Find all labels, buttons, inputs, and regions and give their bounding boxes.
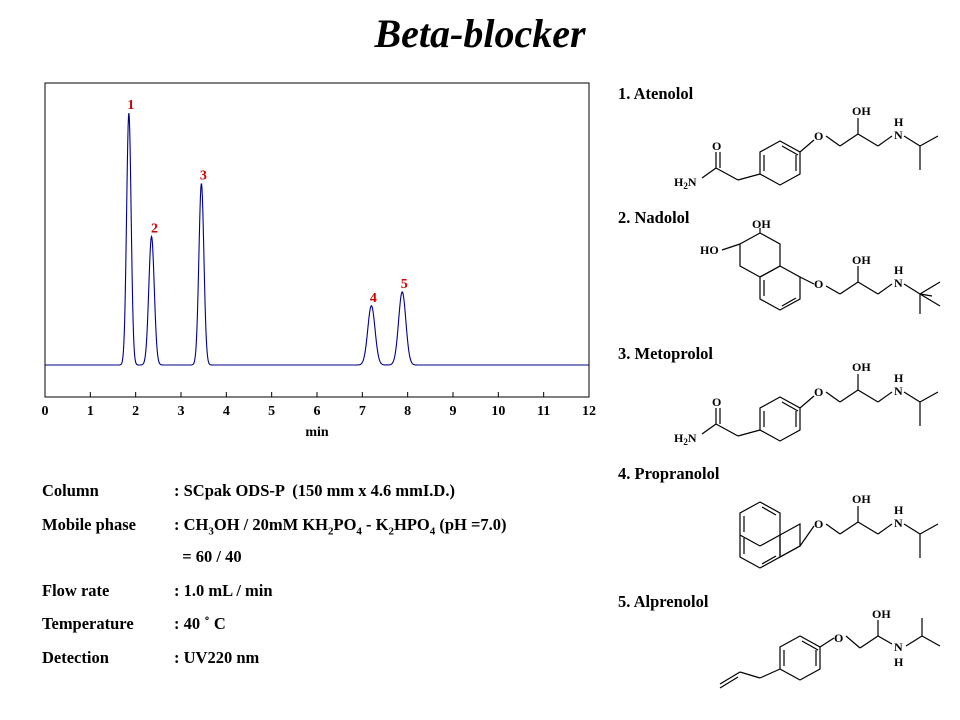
peak-label-5: 5 xyxy=(401,277,408,292)
condition-value: : CH3OH / 20mM KH2PO4 - K2HPO4 (pH =7.0) xyxy=(174,515,507,538)
condition-value: : 40 ˚ C xyxy=(174,614,226,633)
propranolol-h: H xyxy=(894,503,904,517)
peak-label-3: 3 xyxy=(200,169,207,184)
nadolol-h: H xyxy=(894,263,904,277)
metoprolol-carbonyl-o: O xyxy=(712,395,721,409)
metoprolol-structure: O OH H N O H2N xyxy=(674,360,939,447)
atenolol-h2n: H2N xyxy=(674,175,697,191)
alprenolol-structure: O OH N H xyxy=(719,607,941,689)
atenolol-n: N xyxy=(894,128,903,142)
nadolol-oh-chain: OH xyxy=(852,253,871,267)
metoprolol-h2n: H2N xyxy=(674,431,697,447)
x-tick-label-9: 9 xyxy=(450,404,457,419)
x-tick-label-6: 6 xyxy=(314,404,321,419)
condition-label: Temperature xyxy=(42,614,134,633)
alprenolol-o: O xyxy=(834,631,843,645)
atenolol-o: O xyxy=(814,129,823,143)
propranolol-structure: O OH H N xyxy=(739,492,939,569)
atenolol-h: H xyxy=(894,115,904,129)
x-tick-label-8: 8 xyxy=(404,404,411,419)
x-tick-label-2: 2 xyxy=(132,404,139,419)
metoprolol-o: O xyxy=(814,385,823,399)
propranolol-oh: OH xyxy=(852,492,871,506)
compound-name-2: 2. Nadolol xyxy=(618,208,690,227)
x-tick-label-11: 11 xyxy=(537,404,550,419)
condition-label: Mobile phase xyxy=(42,515,136,534)
metoprolol-n: N xyxy=(894,384,903,398)
atenolol-oh: OH xyxy=(852,104,871,118)
x-tick-label-5: 5 xyxy=(268,404,275,419)
metoprolol-oh: OH xyxy=(852,360,871,374)
peak-labels: 1 2 3 4 5 xyxy=(127,98,407,306)
propranolol-n: N xyxy=(894,516,903,530)
atenolol-carbonyl-o: O xyxy=(712,139,721,153)
x-axis-ticks xyxy=(44,392,590,397)
x-tick-label-10: 10 xyxy=(491,404,505,419)
peak-label-4: 4 xyxy=(370,291,377,306)
alprenolol-oh: OH xyxy=(872,607,891,621)
condition-label: Detection xyxy=(42,648,109,667)
x-axis-label: min xyxy=(305,425,329,440)
x-tick-label-3: 3 xyxy=(178,404,185,419)
nadolol-n: N xyxy=(894,276,903,290)
condition-value: : 1.0 mL / min xyxy=(174,581,273,600)
compound-name-5: 5. Alprenolol xyxy=(618,592,709,611)
compound-name-3: 3. Metoprolol xyxy=(618,344,714,363)
condition-value: : SCpak ODS-P (150 mm x 4.6 mmI.D.) xyxy=(174,481,455,500)
compound-name-1: 1. Atenolol xyxy=(618,84,694,103)
x-tick-label-4: 4 xyxy=(223,404,230,419)
alprenolol-n: N xyxy=(894,640,903,654)
chromatogram-trace xyxy=(45,113,589,366)
propranolol-o: O xyxy=(814,517,823,531)
atenolol-structure: O OH H N O H2N xyxy=(674,104,939,191)
nadolol-oh-ring: OH xyxy=(752,217,771,231)
page-title: Beta-blocker xyxy=(374,11,586,56)
alprenolol-h: H xyxy=(894,655,904,669)
metoprolol-h: H xyxy=(894,371,904,385)
condition-value: = 60 / 40 xyxy=(174,547,242,566)
x-tick-label-0: 0 xyxy=(42,404,49,419)
peak-label-2: 2 xyxy=(151,221,158,236)
condition-label: Flow rate xyxy=(42,581,110,600)
condition-value: : UV220 nm xyxy=(174,648,260,667)
peak-label-1: 1 xyxy=(127,98,134,113)
nadolol-ho: HO xyxy=(700,243,719,257)
nadolol-structure: O OH H N OH HO xyxy=(700,217,941,314)
condition-label: Column xyxy=(42,481,99,500)
nadolol-o: O xyxy=(814,277,823,291)
x-tick-label-12: 12 xyxy=(582,404,596,419)
compound-name-4: 4. Propranolol xyxy=(618,464,720,483)
x-tick-label-1: 1 xyxy=(87,404,94,419)
x-tick-label-7: 7 xyxy=(359,404,366,419)
